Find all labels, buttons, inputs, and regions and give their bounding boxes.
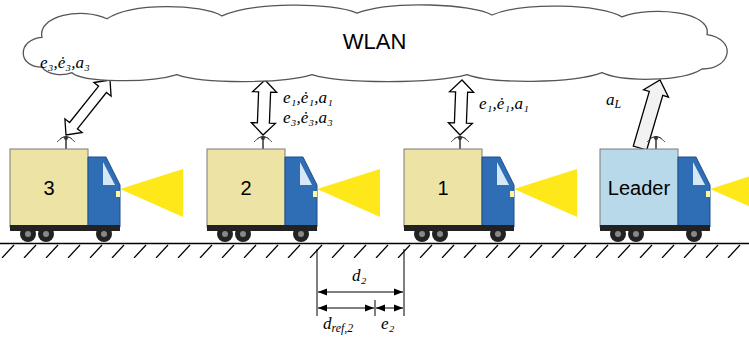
truck-illustration	[402, 135, 517, 243]
text: Leader	[608, 177, 670, 200]
data-link-arrow	[65, 80, 111, 135]
dimension-arrow	[318, 308, 374, 309]
text: 3	[43, 177, 54, 200]
signal-label: aL	[606, 90, 621, 112]
vehicle-label: 1	[404, 149, 482, 227]
dimension-label: e₂	[381, 314, 394, 334]
subscript: ref,2	[332, 321, 354, 335]
data-link-arrow	[633, 80, 668, 150]
dimension-arrow	[376, 308, 403, 309]
truck-illustration	[8, 135, 123, 243]
signal-label: e₁,ė₁,a₁	[479, 94, 529, 114]
network-name: WLAN	[12, 2, 737, 82]
truck: 1	[402, 135, 517, 243]
extension-line	[317, 249, 318, 316]
data-link-arrow	[251, 80, 276, 135]
signal-label: e₁,ė₁,a₁ e₃,ė₃,a₃	[283, 88, 355, 127]
signal-label: e₃,ė₃,a₃	[40, 53, 90, 73]
truck: 2	[205, 135, 320, 243]
text: WLAN	[343, 29, 407, 55]
truck: Leader	[598, 135, 713, 243]
data-link-arrow	[448, 80, 473, 135]
vehicle-label: 3	[10, 149, 88, 227]
dimension-tick	[375, 300, 376, 316]
text: 1	[437, 177, 448, 200]
text: 2	[240, 177, 251, 200]
truck-illustration	[205, 135, 320, 243]
dimension-label: d₂	[352, 266, 366, 286]
extension-line	[404, 249, 405, 316]
ground-line	[0, 243, 749, 245]
network-cloud: WLAN	[12, 2, 737, 82]
ground-hatch	[0, 244, 749, 258]
vehicle-label: Leader	[600, 149, 678, 227]
dimension-arrow	[318, 292, 403, 293]
dimension-label: dref,2	[323, 314, 353, 336]
subscript: L	[615, 97, 622, 111]
vehicle-label: 2	[207, 149, 285, 227]
truck: 3	[8, 135, 123, 243]
